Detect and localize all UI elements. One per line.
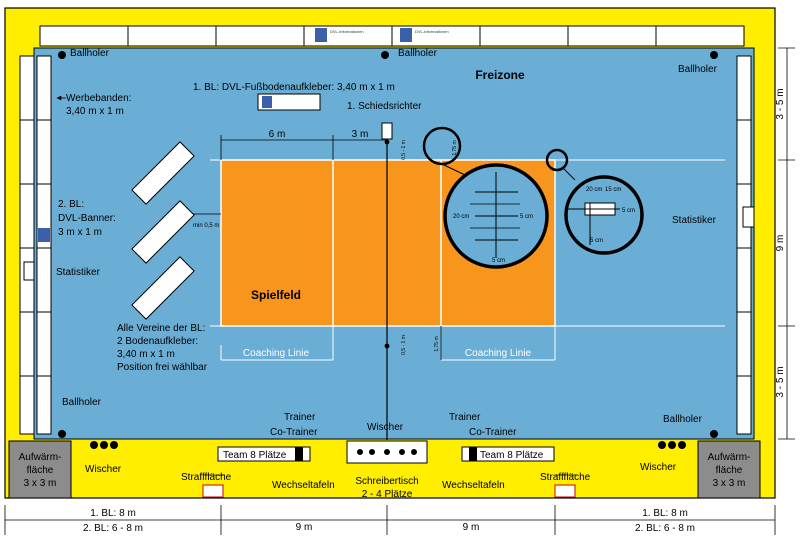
spielfeld-label: Spielfeld: [251, 288, 301, 302]
detail-5cm-b: 5 cm: [590, 238, 603, 244]
bl2-68m-left: 2. BL: 6 - 8 m: [83, 523, 143, 534]
bottom-dimensions: [4, 505, 776, 535]
dvl-banners-angled: [131, 141, 195, 320]
aufwaerm-right-2: fläche: [716, 465, 743, 476]
strafflaeche-left: Strafffläche: [181, 472, 232, 483]
detail-15cm: 15 cm: [605, 187, 621, 193]
wechseltafeln-right: Wechseltafeln: [442, 480, 505, 491]
strafflaeche-right: Strafffläche: [540, 472, 591, 483]
team-bench-right: [461, 446, 555, 462]
wischer-right: Wischer: [640, 462, 677, 473]
measure-right-top: 3 - 5 m: [775, 88, 786, 119]
measure-bottom-9m-left: 9 m: [296, 522, 313, 533]
measure-right-bottom: 3 - 5 m: [775, 366, 786, 397]
trainer-right: Trainer: [449, 412, 481, 423]
bl1-sticker-label: 1. BL: DVL-Fußbodenaufkleber: 3,40 m x 1…: [193, 82, 395, 93]
vereine-4: Position frei wählbar: [117, 362, 208, 373]
ballholer-top-center: Ballholer: [398, 48, 438, 59]
werbebanden-size: 3,40 m x 1 m: [66, 106, 124, 117]
statistiker-left: Statistiker: [56, 267, 101, 278]
bl2-banner-3: 3 m x 1 m: [58, 227, 102, 238]
wischer-left: Wischer: [85, 464, 122, 475]
penalty-area-left: [202, 484, 224, 498]
wechseltafeln-left: Wechseltafeln: [272, 480, 335, 491]
antenna-detail: [422, 126, 549, 269]
measure-05-1m-bottom: 0,5 - 1 m: [401, 335, 407, 355]
warmup-area-left: [8, 440, 72, 499]
floor-sticker-top: [257, 93, 321, 111]
aufwaerm-right-1: Aufwärm-: [708, 452, 751, 463]
ballholer-top-right: Ballholer: [678, 64, 718, 75]
measure-175-bottom: 1,75 m: [434, 336, 440, 351]
bl2-banner-1: 2. BL:: [58, 199, 84, 210]
detail-20cm-b: 20 cm: [453, 214, 469, 220]
sticker-logo: [262, 96, 272, 108]
coaching-left: Coaching Linie: [243, 348, 310, 359]
werbebanden-label: Werbebanden:: [66, 93, 131, 104]
left-post: [23, 261, 35, 281]
measure-175-top: 1,75 m: [452, 140, 458, 155]
detail-5cm-d: 5 cm: [492, 258, 505, 264]
coaching-right: Coaching Linie: [465, 348, 532, 359]
team-bench-left: [217, 446, 311, 462]
vereine-1: Alle Vereine der BL:: [117, 323, 205, 334]
ballholer-top-left: Ballholer: [70, 48, 110, 59]
right-post: [742, 206, 755, 228]
aufwaerm-right-3: 3 x 3 m: [713, 478, 746, 489]
aufwaerm-left-3: 3 x 3 m: [24, 478, 57, 489]
measure-right-9m: 9 m: [775, 235, 786, 252]
ad-boards-right: [736, 55, 752, 435]
vereine-2: 2 Bodenaufkleber:: [117, 336, 198, 347]
measure-min05: min 0,5 m: [193, 223, 219, 229]
bl1-8m-left: 1. BL: 8 m: [90, 508, 136, 519]
measure-3m: 3 m: [352, 129, 369, 140]
bl2-68m-right: 2. BL: 6 - 8 m: [635, 523, 695, 534]
measure-lines: [193, 135, 442, 360]
aufwaerm-left-1: Aufwärm-: [19, 452, 62, 463]
bl2-banner-2: DVL-Banner:: [58, 213, 116, 224]
svg-text:DVL-Informationen: DVL-Informationen: [415, 29, 449, 34]
co-trainer-right: Co-Trainer: [469, 427, 517, 438]
co-trainer-left: Co-Trainer: [270, 427, 318, 438]
team-right: Team 8 Plätze: [480, 450, 544, 461]
freizone-label: Freizone: [475, 68, 525, 82]
measure-bottom-9m-right: 9 m: [463, 522, 480, 533]
referee-stand: [381, 122, 393, 140]
measure-05-1m-top: 0,5 - 1 m: [401, 140, 407, 160]
ad-boards-left: [19, 55, 52, 435]
schiedsrichter-label: 1. Schiedsrichter: [347, 101, 422, 112]
measure-6m: 6 m: [269, 129, 286, 140]
right-dimensions: [778, 47, 795, 440]
dvl-sign-top: DVL-Informationen DVL-Informationen: [315, 28, 449, 42]
schreibertisch-2: 2 - 4 Plätze: [362, 489, 413, 500]
vereine-3: 3,40 m x 1 m: [117, 349, 175, 360]
trainer-left: Trainer: [284, 412, 316, 423]
warmup-area-right: [697, 440, 761, 499]
detail-20cm: 20 cm: [586, 187, 602, 193]
aufwaerm-left-2: fläche: [27, 465, 54, 476]
ballholer-dots: [58, 51, 718, 438]
detail-5cm: 5 cm: [622, 208, 635, 214]
detail-5cm-c: 5 cm: [520, 214, 533, 220]
svg-text:DVL-Informationen: DVL-Informationen: [330, 29, 364, 34]
ad-boards-top: [39, 25, 745, 47]
bl1-8m-right: 1. BL: 8 m: [642, 508, 688, 519]
wischer-top: Wischer: [367, 422, 404, 433]
statistiker-right: Statistiker: [672, 215, 717, 226]
dvl-sign-left: [38, 228, 50, 242]
wischer-dots: [90, 441, 686, 449]
schreibertisch-1: Schreibertisch: [355, 476, 418, 487]
ballholer-bottom-left: Ballholer: [62, 397, 102, 408]
penalty-area-right: [554, 484, 576, 498]
team-left: Team 8 Plätze: [223, 450, 287, 461]
post-detail: [545, 148, 644, 255]
ballholer-bottom-right: Ballholer: [663, 414, 703, 425]
